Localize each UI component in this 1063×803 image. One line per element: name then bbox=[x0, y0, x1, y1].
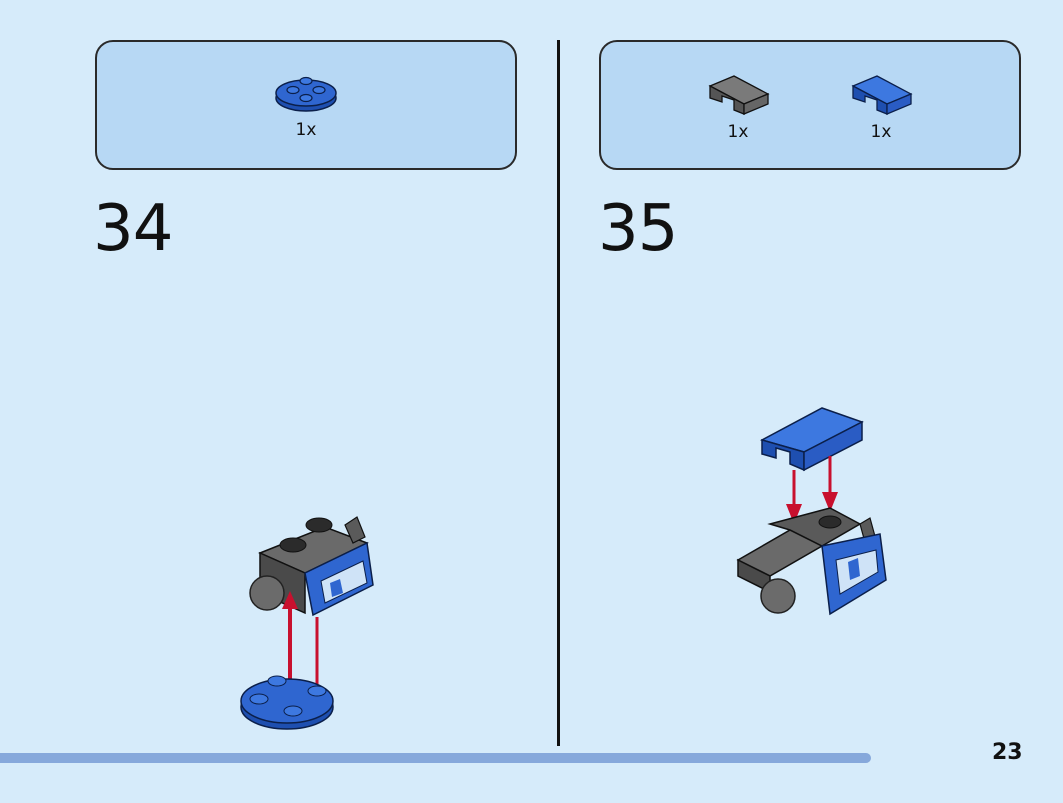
progress-bar-fill bbox=[0, 753, 871, 763]
step-34-assembly-illustration bbox=[240, 516, 374, 730]
parts-callout-step-34: 1x bbox=[95, 40, 517, 170]
parts-callout-step-35: 1x 1x bbox=[599, 40, 1021, 170]
step-number: 35 bbox=[598, 192, 678, 266]
part-quantity: 1x bbox=[295, 120, 317, 140]
part-item: 1x bbox=[271, 68, 341, 140]
step-number: 34 bbox=[93, 192, 173, 266]
part-quantity: 1x bbox=[870, 122, 892, 142]
page-number: 23 bbox=[992, 740, 1023, 765]
blue-slope-brick-icon bbox=[851, 75, 913, 115]
part-quantity: 1x bbox=[727, 122, 749, 142]
part-item: 1x bbox=[703, 70, 773, 142]
blue-round-plate-2x2-icon bbox=[275, 76, 337, 112]
step-35-assembly-illustration bbox=[736, 407, 887, 616]
progress-bar bbox=[0, 753, 962, 763]
step-divider bbox=[557, 40, 560, 746]
gray-slope-brick-icon bbox=[708, 75, 770, 115]
part-item: 1x bbox=[846, 70, 916, 142]
